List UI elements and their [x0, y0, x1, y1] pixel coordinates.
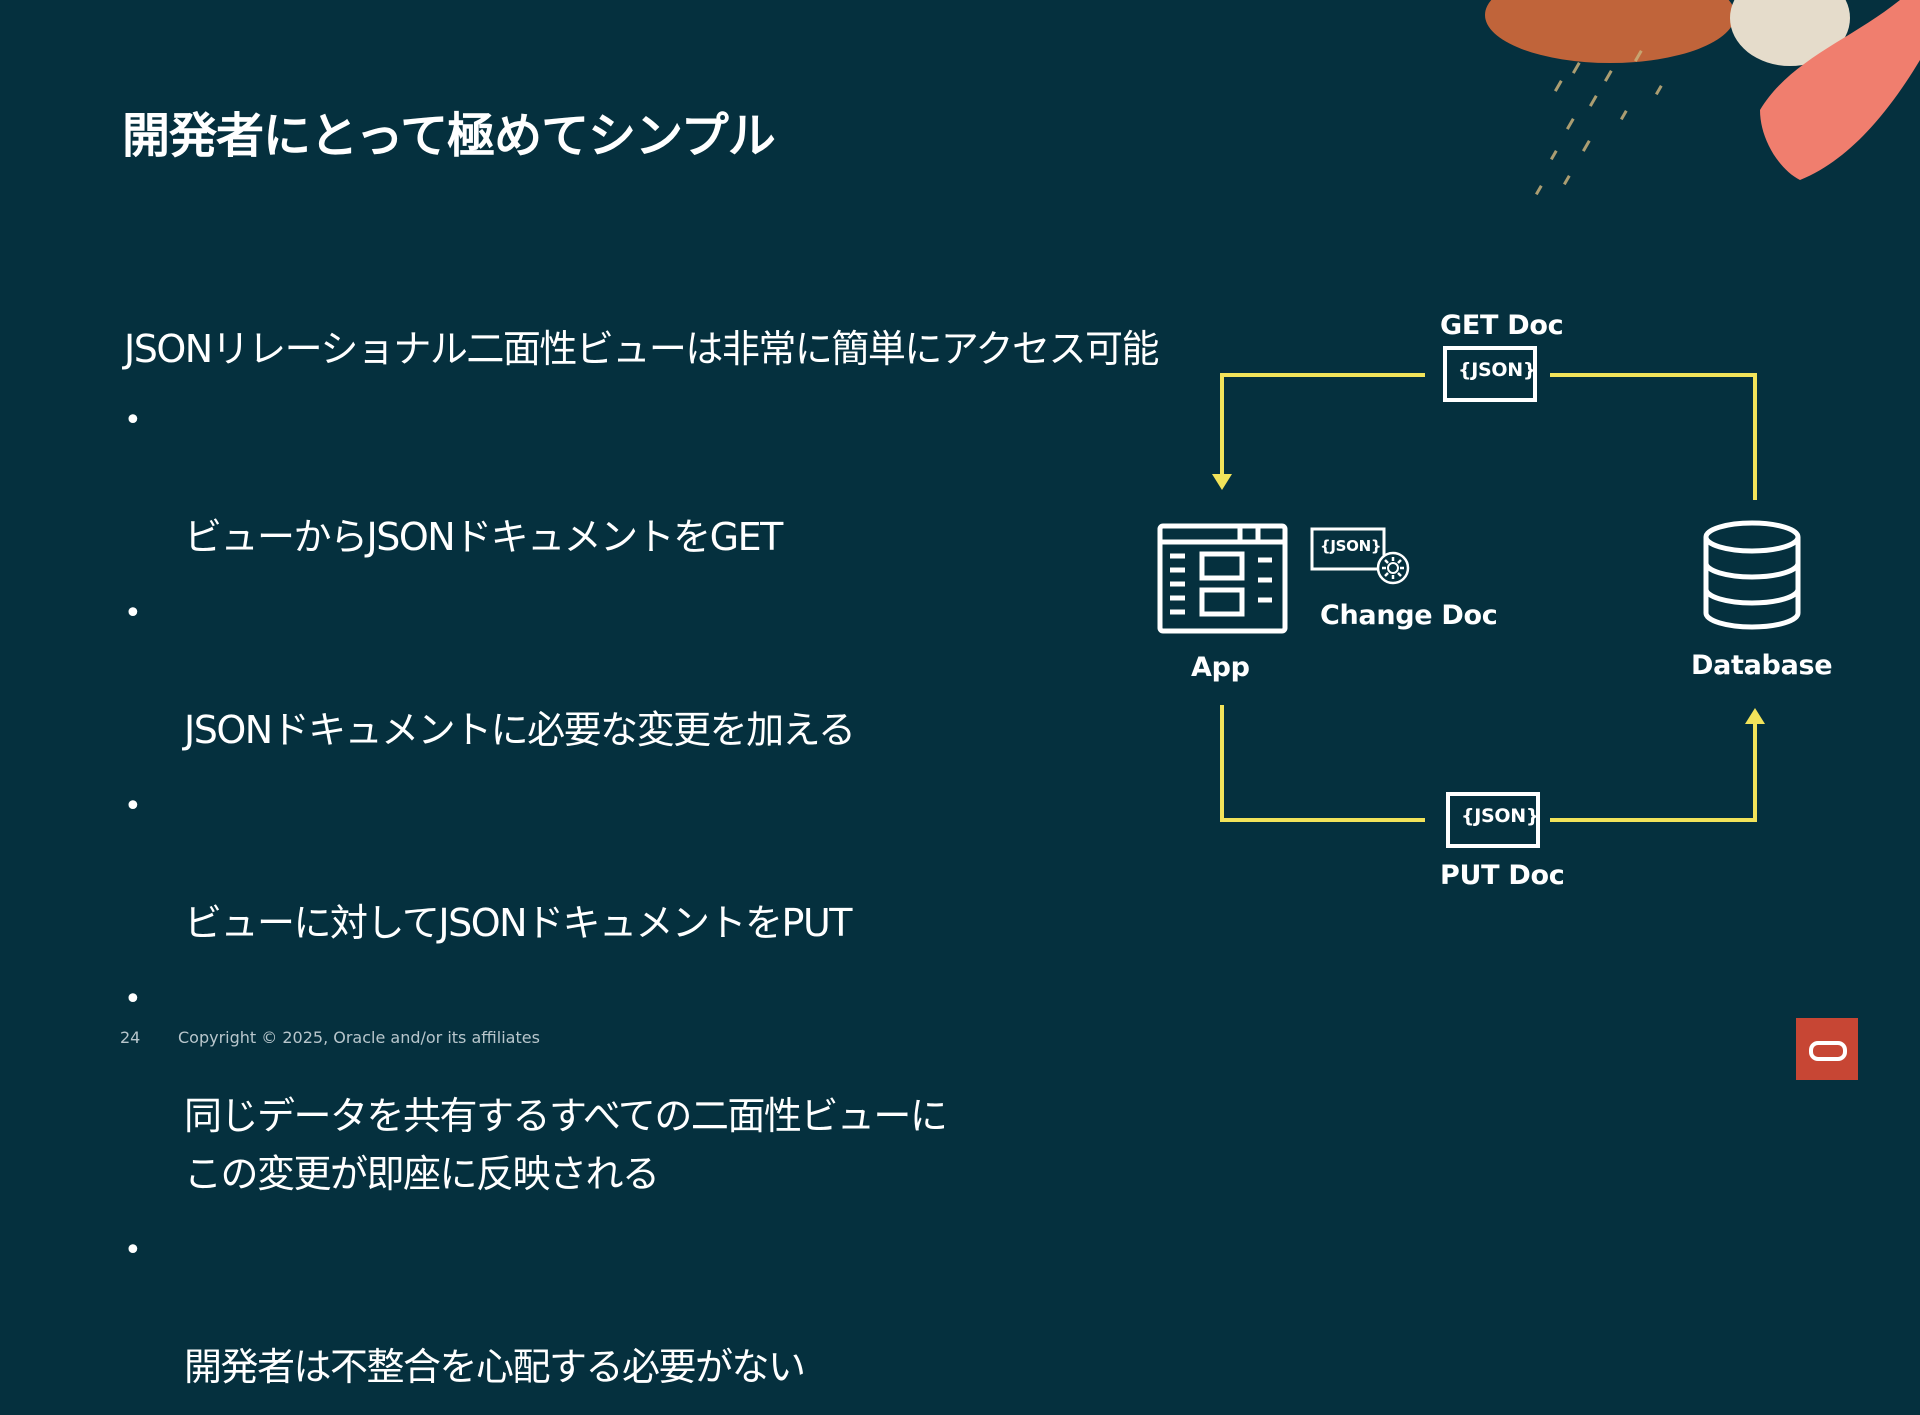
bullet-item: • 開発者は不整合を心配する必要がない [124, 1222, 946, 1396]
gear-icon [1376, 551, 1410, 585]
bullet-marker: • [124, 1233, 142, 1268]
bullet-text: ビューに対してJSONドキュメントをPUT [184, 901, 852, 945]
flow-arrows [1157, 346, 1801, 848]
oracle-ring-icon [1809, 1041, 1847, 1061]
json-badge-text: {JSON} [1320, 537, 1382, 555]
bullet-item: • ビューからJSONドキュメントをGET [124, 392, 946, 566]
json-flow-diagram: GET Doc {JSON} {JSON} Change Doc App Dat… [1140, 300, 1840, 900]
bullet-item: • 同じデータを共有するすべての二面性ビューに この変更が即座に反映される [124, 971, 948, 1203]
get-arrow-line [1550, 373, 1757, 500]
database-label: Database [1691, 650, 1833, 681]
put-arrow-line [1220, 705, 1425, 822]
put-arrowhead [1745, 708, 1765, 724]
bullet-item: • JSONドキュメントに必要な変更を加える [124, 585, 946, 759]
bullet-item: • ビューに対してJSONドキュメントをPUT [124, 778, 946, 952]
oracle-logo [1796, 1018, 1858, 1080]
put-doc-label: PUT Doc [1440, 860, 1565, 891]
slide: 開発者にとって極めてシンプル JSONリレーショナル二面性ビューは非常に簡単にア… [120, 0, 1920, 1389]
app-label: App [1191, 652, 1250, 683]
page-number: 24 [120, 1028, 141, 1047]
change-doc-label: Change Doc [1320, 600, 1498, 631]
bullet-text: ビューからJSONドキュメントをGET [184, 515, 783, 559]
intro-text: JSONリレーショナル二面性ビューは非常に簡単にアクセス可能 [124, 327, 1160, 371]
json-badge-text: {JSON} [1458, 359, 1537, 381]
json-document-icon [1310, 527, 1386, 571]
bullet-text: JSONドキュメントに必要な変更を加える [184, 708, 856, 752]
get-arrowhead [1212, 474, 1232, 490]
bullet-marker: • [124, 403, 142, 438]
json-document-icon [1446, 792, 1540, 848]
app-window-icon [1157, 523, 1288, 634]
copyright-text: Copyright © 2025, Oracle and/or its affi… [178, 1028, 540, 1047]
get-doc-label: GET Doc [1440, 310, 1564, 341]
put-arrow-line [1550, 720, 1757, 822]
bullet-text: 開発者は不整合を心配する必要がない [184, 1345, 806, 1389]
get-arrow-line [1220, 373, 1425, 480]
slide-title: 開発者にとって極めてシンプル [122, 108, 776, 164]
json-document-icon [1443, 346, 1537, 402]
json-badge-text: {JSON} [1461, 805, 1540, 827]
bullet-list: • ビューからJSONドキュメントをGET • JSONドキュメントに必要な変更… [124, 392, 948, 1415]
database-icon [1703, 520, 1801, 630]
bullet-marker: • [124, 596, 142, 631]
bullet-marker: • [124, 789, 142, 824]
decorative-artwork [1485, 0, 1920, 196]
bullet-text: 同じデータを共有するすべての二面性ビューに この変更が即座に反映される [184, 1094, 948, 1196]
bullet-marker: • [124, 982, 142, 1017]
